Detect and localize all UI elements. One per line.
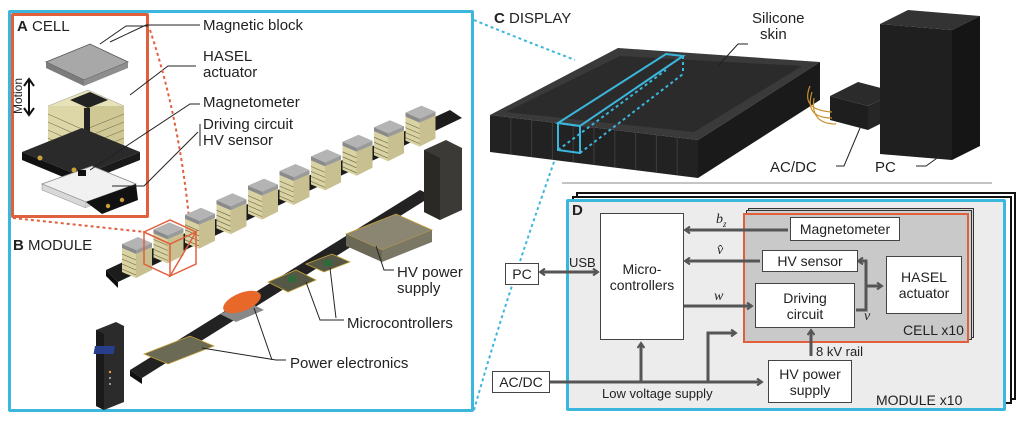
actuator-cell [342,134,373,176]
block-micro-line2: controllers [609,276,675,293]
label-acdc: AC/DC [770,159,817,176]
panel-d-letter: D [572,202,583,219]
label-microcontrollers: Microcontrollers [347,315,453,332]
group-module-label: MODULE x10 [876,392,963,408]
actuator-cells [121,105,436,278]
panel-a-heading: A CELL [17,19,70,34]
label-driving-circuit: Driving circuit [203,116,294,133]
power-electronics-board [142,335,216,365]
magnetometer-chip [78,170,86,176]
panel-b-heading: B MODULE [13,238,92,253]
block-pc: PC [505,263,539,285]
block-hv-power-supply: HV power supply [768,360,852,403]
capacitor [223,290,261,314]
acdc-unit [830,82,896,106]
block-hvps-line1: HV power [779,365,841,382]
block-magnetometer-label: Magnetometer [799,221,891,237]
actuator-cell [405,105,436,147]
block-acdc-label: AC/DC [499,374,543,390]
actuator-cell [216,193,247,235]
cell-base [22,128,140,176]
label-magnetic-block: Magnetic block [203,17,304,34]
panel-c-letter: C [494,10,505,27]
signal-low-voltage: Low voltage supply [602,386,713,401]
block-hv-sensor: HV sensor [762,250,858,272]
actuator-cell [279,164,310,205]
signal-bz-main: b [716,212,723,227]
motion-label: Motion [12,78,25,114]
label-pc: PC [875,159,896,176]
cyan-connector-bottom [473,144,561,411]
block-hvps-line2: supply [789,381,831,398]
block-microcontrollers: Micro- controllers [600,213,684,340]
block-hv-sensor-label: HV sensor [777,253,843,269]
label-silicone-2: skin [760,26,787,43]
highlighted-module-slice [555,52,686,155]
label-magnetometer: Magnetometer [203,94,300,111]
display-illustration [490,10,992,184]
block-driving-line2: circuit [786,305,824,322]
group-cell-label: CELL x10 [903,322,964,338]
pc-tower-side [952,16,980,160]
block-hasel-line2: actuator [898,285,950,301]
panel-c-title: DISPLAY [509,10,572,27]
actuator-cell [247,178,278,220]
signal-v: v [864,309,871,324]
cell-illustration: Motion [12,25,148,214]
panel-c-heading: C DISPLAY [494,11,571,26]
signal-8kv-rail: 8 kV rail [816,344,863,359]
pc-tower-front [880,24,952,160]
block-hasel-actuator: HASEL actuator [886,256,962,314]
panel-ab-frame [8,10,474,412]
label-silicone-1: Silicone [752,10,805,27]
module-illustration [93,105,462,410]
signal-bz-sub: z [723,218,727,229]
cables [807,85,837,125]
signal-vhat: v̂ [717,243,724,258]
panel-b-title: MODULE [28,237,93,254]
highlighted-cell [142,219,198,278]
label-hasel-2: actuator [203,64,258,81]
block-hasel-line1: HASEL [901,269,947,285]
block-acdc: AC/DC [492,371,550,393]
signal-usb: USB [569,255,596,270]
arrow-lv-to-cell [706,333,736,382]
label-hv-power-1: HV power [397,264,463,281]
block-micro-line1: Micro- [622,260,662,277]
label-hasel-1: HASEL [203,48,253,65]
actuator-cell [310,149,341,191]
block-magnetometer: Magnetometer [790,217,900,241]
panel-b-letter: B [13,237,24,254]
block-driving-circuit: Driving circuit [755,283,855,328]
actuator-cell [373,120,404,162]
panel-a-title: CELL [32,18,70,35]
pc-tower-top [880,10,980,30]
display-side [698,62,820,178]
label-power-electronics: Power electronics [290,355,409,372]
panel-a-letter: A [17,18,28,35]
block-pc-label: PC [512,266,532,282]
signal-bz: bz [716,212,727,232]
label-hv-power-2: supply [397,280,441,297]
motion-arrow [23,77,35,117]
block-driving-line1: Driving [783,289,827,306]
signal-w: w [714,289,724,304]
label-hv-sensor: HV sensor [203,132,274,149]
